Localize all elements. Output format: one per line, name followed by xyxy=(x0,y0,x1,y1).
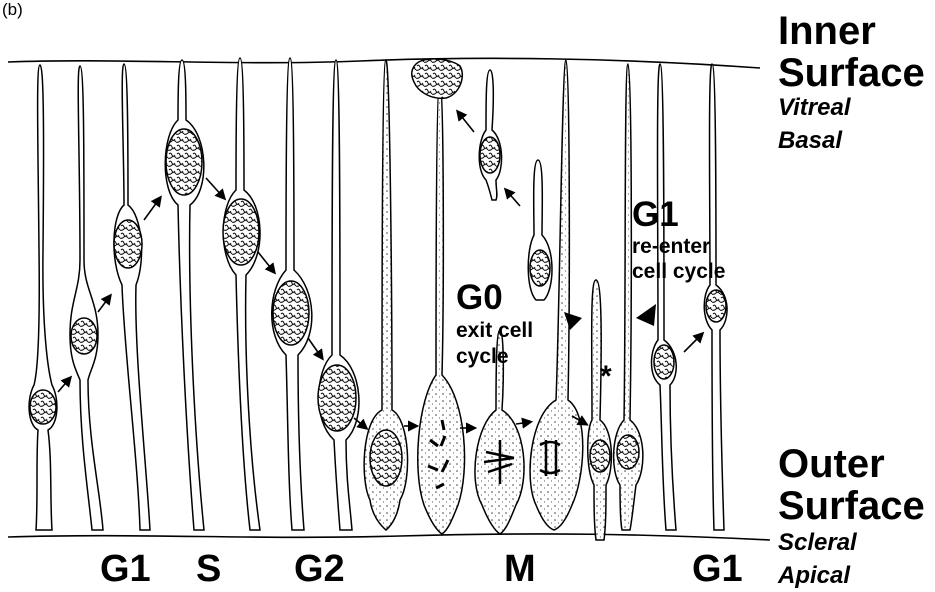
g1-thick-arrow xyxy=(636,304,656,326)
cell-g1-reenter-2 xyxy=(704,64,727,530)
outer-surface-sub-scleral: Scleral xyxy=(778,531,857,555)
nucleus xyxy=(71,318,97,354)
outer-surface-label-line2: Surface xyxy=(778,486,925,526)
differentiated-cell-top xyxy=(412,59,462,98)
cell-g1-2 xyxy=(70,66,103,530)
phase-label-g1-right: G1 xyxy=(692,550,743,588)
cell-m-1 xyxy=(364,60,407,530)
asterisk-marker: * xyxy=(600,362,612,392)
g0-title: G0 xyxy=(456,280,503,315)
g1-reenter-line1: re-enter xyxy=(632,236,710,257)
g1-reenter-title: G1 xyxy=(632,197,679,232)
outer-surface-label-line1: Outer xyxy=(778,444,885,484)
panel-label: (b) xyxy=(2,1,23,18)
cell-g1-1 xyxy=(29,65,57,530)
nucleus xyxy=(166,129,202,195)
daughter-cell-2 xyxy=(614,64,643,530)
chromosomes xyxy=(370,430,402,486)
inner-surface-sub-vitreal: Vitreal xyxy=(778,96,850,120)
g0-line1: exit cell xyxy=(456,320,533,341)
g1-reenter-line2: cell cycle xyxy=(632,261,725,282)
cell-s xyxy=(165,60,204,530)
cell-g0-2 xyxy=(528,160,552,300)
nucleus xyxy=(530,250,550,286)
nucleus xyxy=(30,390,56,424)
cell-g1-reenter-1 xyxy=(652,64,677,530)
nucleus xyxy=(706,290,726,322)
nucleus xyxy=(273,281,309,345)
cell-g2-1 xyxy=(223,58,260,530)
inner-surface-label-line2: Surface xyxy=(778,53,925,93)
cell-g1-3 xyxy=(114,64,150,530)
cell-g0-1 xyxy=(479,70,501,200)
outer-surface-sub-apical: Apical xyxy=(778,564,850,588)
daughter-cell-1 xyxy=(588,280,612,540)
outer-surface-line xyxy=(8,534,770,540)
inner-surface-line xyxy=(8,58,760,68)
nucleus xyxy=(617,435,639,469)
phase-label-s: S xyxy=(196,550,221,588)
g0-line2: cycle xyxy=(456,346,509,367)
nucleus xyxy=(654,345,674,379)
inner-surface-label-line1: Inner xyxy=(778,11,876,51)
cell-g2-2 xyxy=(272,58,312,530)
nucleus xyxy=(480,137,500,173)
nucleus xyxy=(318,365,356,431)
phase-label-g1-left: G1 xyxy=(100,550,151,588)
nucleus xyxy=(590,440,610,472)
phase-label-m: M xyxy=(504,550,536,588)
nucleus xyxy=(114,220,142,268)
inner-surface-sub-basal: Basal xyxy=(778,129,842,153)
phase-label-g2: G2 xyxy=(294,550,345,588)
cell-g2-3 xyxy=(318,60,359,530)
nucleus xyxy=(223,199,259,265)
